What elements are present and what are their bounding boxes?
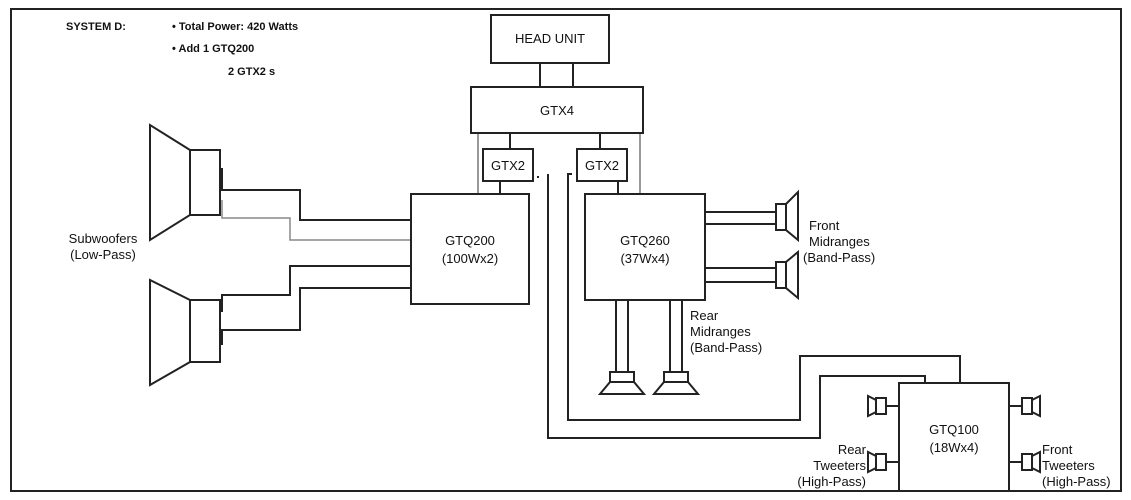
- total-power-text: • Total Power: 420 Watts: [172, 21, 299, 33]
- subwoofers-label-line1: Subwoofers: [68, 231, 138, 246]
- gtx2-right-label: GTX2: [585, 158, 619, 173]
- gtq100-box: GTQ100 (18Wx4): [898, 382, 1010, 492]
- gtx4-label: GTX4: [540, 103, 574, 118]
- wire-sub1-a: [221, 168, 412, 221]
- front-tweeters-label: Front Tweeters (High-Pass): [1042, 442, 1111, 490]
- add-gtx2-text: 2 GTX2 s: [228, 66, 276, 78]
- head-unit-box: HEAD UNIT: [490, 14, 610, 64]
- gtq100-name: GTQ100: [929, 422, 979, 437]
- front-tweeters-line1: Front: [1042, 442, 1073, 457]
- diagram-frame: [10, 8, 1122, 492]
- gtx2-left-box: GTX2: [482, 148, 534, 182]
- gtq200-name: GTQ200: [445, 233, 495, 248]
- gtq200-power: (100Wx2): [441, 251, 499, 266]
- rear-tweeter-top: [867, 394, 887, 418]
- rear-midrange-speaker-left: [597, 371, 647, 395]
- gtq200-box: GTQ200 (100Wx2): [410, 193, 530, 305]
- gtx4-box: GTX4: [470, 86, 644, 134]
- wire-gtx2-right-gtq100: [567, 173, 961, 421]
- system-label: SYSTEM D:: [66, 21, 126, 33]
- head-unit-label: HEAD UNIT: [514, 31, 586, 46]
- gtq260-box: GTQ260 (37Wx4): [584, 193, 706, 301]
- front-midranges-label: Front Midranges (Band-Pass): [803, 218, 875, 266]
- gtq260-power: (37Wx4): [620, 251, 670, 266]
- front-tweeters-line2: Tweeters: [1042, 458, 1095, 473]
- wire-sub1-b: [221, 200, 412, 241]
- subwoofer-speaker-bottom: [149, 278, 221, 387]
- subwoofer-speaker-top: [149, 123, 221, 242]
- rear-midranges-line2: Midranges: [690, 324, 751, 339]
- gtx2-left-label: GTX2: [491, 158, 525, 173]
- wire-sub2-b: [221, 287, 412, 345]
- rear-midranges-label: Rear Midranges (Band-Pass): [690, 308, 762, 356]
- rear-midranges-line3: (Band-Pass): [690, 340, 763, 355]
- front-midranges-line2: Midranges: [809, 234, 870, 249]
- rear-tweeters-line3: (High-Pass): [797, 474, 866, 489]
- wire-sub2-a: [221, 265, 412, 312]
- front-midranges-line1: Front: [809, 218, 840, 233]
- front-midranges-line3: (Band-Pass): [803, 250, 876, 265]
- front-tweeter-bottom: [1021, 450, 1041, 474]
- rear-midrange-speaker-right: [651, 371, 701, 395]
- rear-tweeters-label: Rear Tweeters (High-Pass): [776, 442, 866, 490]
- gtx2-right-box: GTX2: [576, 148, 628, 182]
- front-tweeters-line3: (High-Pass): [1042, 474, 1111, 489]
- wire-gtx2-left-gtq100: [547, 174, 926, 439]
- gtq100-power: (18Wx4): [929, 440, 979, 455]
- front-midrange-speaker-top: [775, 189, 799, 243]
- front-tweeter-top: [1021, 394, 1041, 418]
- rear-tweeter-bottom: [867, 450, 887, 474]
- gtq260-name: GTQ260: [620, 233, 670, 248]
- rear-midranges-line1: Rear: [690, 308, 719, 323]
- subwoofers-label-line2: (Low-Pass): [70, 247, 136, 262]
- rear-tweeters-line2: Tweeters: [813, 458, 866, 473]
- front-midrange-speaker-bottom: [775, 249, 799, 301]
- subwoofers-label: Subwoofers (Low-Pass): [58, 231, 148, 263]
- rear-tweeters-line1: Rear: [837, 442, 866, 457]
- add-gtq200-text: • Add 1 GTQ200: [172, 43, 255, 55]
